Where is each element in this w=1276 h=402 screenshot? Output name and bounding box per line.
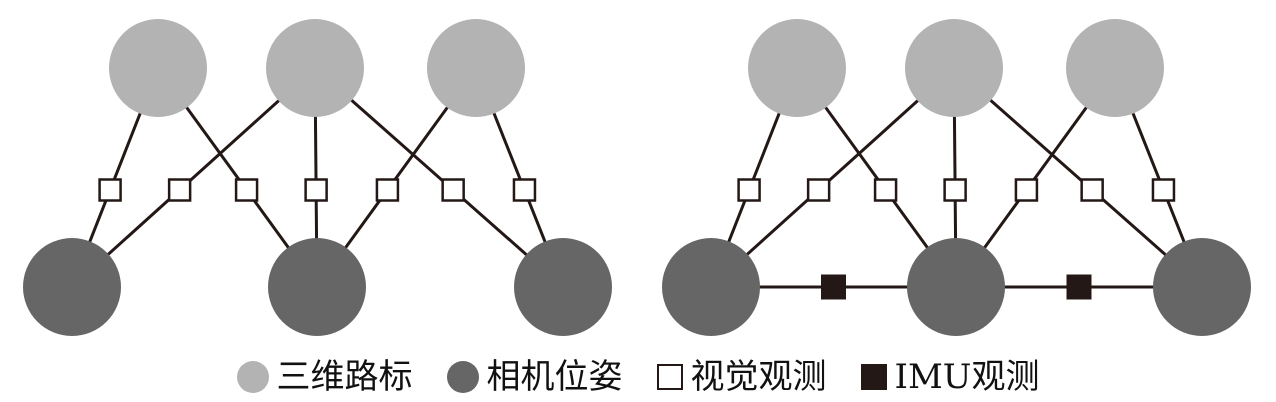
visual-observation-factor	[512, 178, 537, 202]
legend-item-pose: 相机位姿	[446, 357, 623, 397]
imu-observation-factor	[1066, 274, 1092, 300]
edge-layer	[70, 66, 1204, 289]
visual-observation-factor	[304, 178, 328, 202]
imu-observation-factor	[821, 274, 846, 300]
visual-edge	[709, 66, 956, 289]
camera-pose-node	[268, 238, 366, 336]
landmark-node	[427, 19, 525, 117]
visual-observation-factor	[1151, 178, 1176, 202]
legend-item-imu: IMU观测	[860, 357, 1040, 397]
legend-label-visual: 视觉观测	[690, 357, 827, 397]
visual-observation-factor	[806, 178, 831, 202]
visual-observation-factor	[1014, 178, 1039, 202]
legend-item-visual: 视觉观测	[656, 357, 827, 397]
legend: 三维路标 相机位姿 视觉观测 IMU观测	[0, 352, 1276, 402]
visual-observation-swatch-icon	[656, 364, 683, 390]
visual-observation-factor	[98, 178, 122, 202]
legend-item-landmark: 三维路标	[236, 357, 413, 397]
visual-observation-factor	[943, 178, 967, 202]
landmark-node	[109, 19, 207, 117]
visual-edge	[314, 66, 564, 289]
camera-pose-node	[23, 238, 121, 336]
landmark-node	[748, 19, 846, 117]
visual-observation-factor	[1080, 178, 1104, 202]
camera-pose-node	[514, 238, 612, 336]
pose-swatch-icon	[446, 361, 479, 393]
camera-pose-node	[662, 238, 760, 336]
visual-observation-factor	[737, 178, 761, 202]
visual-observation-factor	[167, 178, 192, 202]
imu-observation-swatch-icon	[860, 364, 887, 390]
camera-pose-node	[1153, 238, 1251, 336]
landmark-node	[266, 19, 364, 117]
visual-observation-factor	[234, 178, 259, 202]
legend-label-landmark: 三维路标	[276, 357, 413, 397]
visual-edge	[953, 66, 1203, 289]
visual-observation-factor	[873, 178, 898, 202]
landmark-swatch-icon	[236, 361, 269, 393]
factor-layer	[98, 178, 1176, 300]
node-layer	[23, 19, 1251, 336]
visual-edge	[70, 66, 317, 289]
camera-pose-node	[907, 238, 1005, 336]
legend-label-imu: IMU观测	[894, 357, 1040, 397]
landmark-node	[1066, 19, 1164, 117]
landmark-node	[905, 19, 1003, 117]
visual-observation-factor	[375, 178, 400, 202]
legend-label-pose: 相机位姿	[486, 357, 623, 397]
visual-observation-factor	[441, 178, 465, 202]
